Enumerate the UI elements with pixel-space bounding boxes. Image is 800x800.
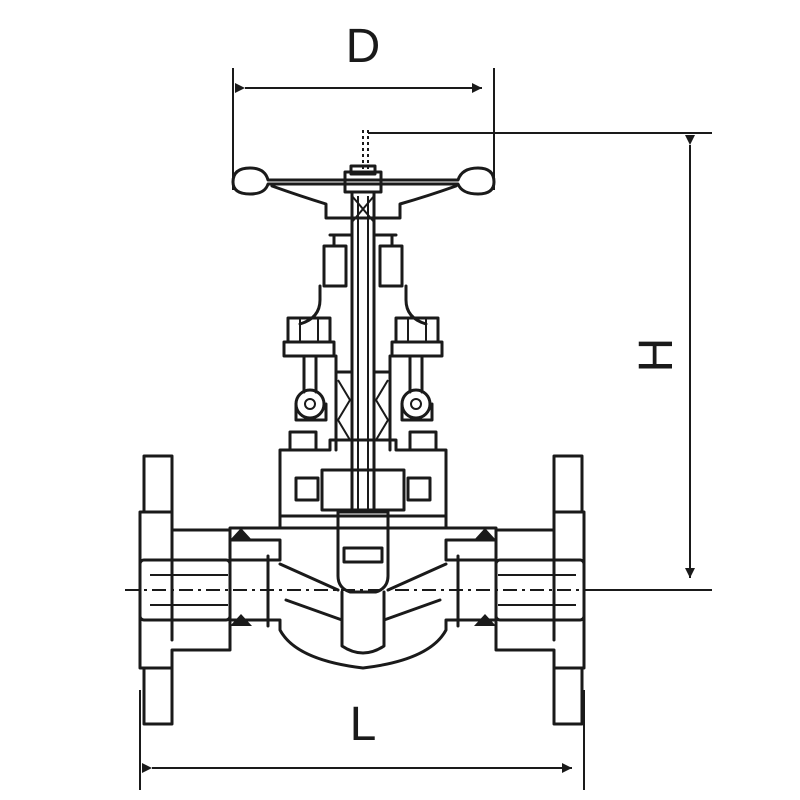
bonnet — [278, 430, 448, 530]
left-flange — [138, 454, 270, 726]
dimension-h: H — [368, 132, 712, 591]
gland-bolts — [282, 316, 444, 422]
right-flange — [456, 454, 586, 726]
dimension-d: D — [232, 20, 495, 190]
valve-stem — [350, 190, 376, 514]
label-h: H — [630, 338, 683, 373]
label-d: D — [346, 20, 381, 73]
label-l: L — [350, 698, 377, 751]
handwheel — [231, 164, 496, 220]
gland-packing — [334, 354, 392, 452]
dimension-l: L — [139, 690, 585, 790]
yoke — [298, 233, 428, 326]
